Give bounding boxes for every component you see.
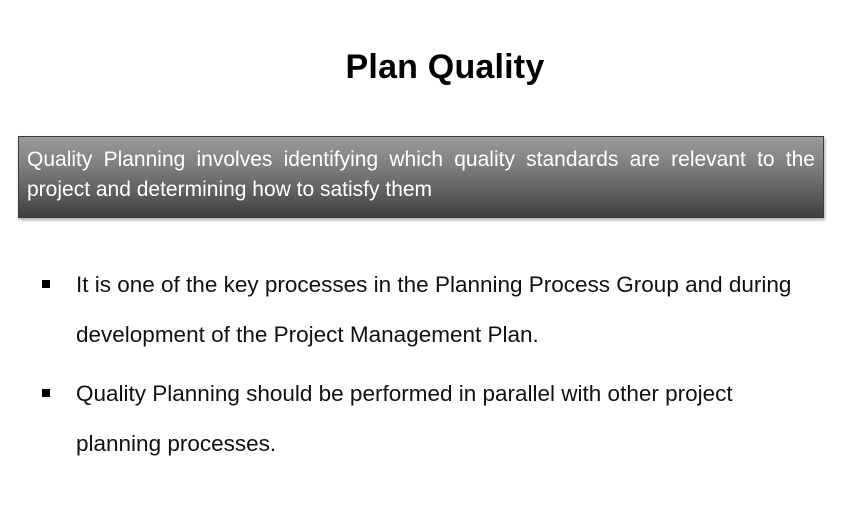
definition-text: Quality Planning involves identifying wh… — [27, 148, 815, 201]
bullet-text: Quality Planning should be performed in … — [76, 381, 733, 456]
bullet-list: It is one of the key processes in the Pl… — [40, 260, 820, 478]
list-item: Quality Planning should be performed in … — [40, 369, 820, 469]
square-bullet-icon — [42, 389, 50, 397]
bullet-text: It is one of the key processes in the Pl… — [76, 272, 792, 347]
definition-callout: Quality Planning involves identifying wh… — [18, 136, 824, 218]
page-title: Plan Quality — [345, 48, 545, 86]
square-bullet-icon — [42, 280, 50, 288]
list-item: It is one of the key processes in the Pl… — [40, 260, 820, 360]
